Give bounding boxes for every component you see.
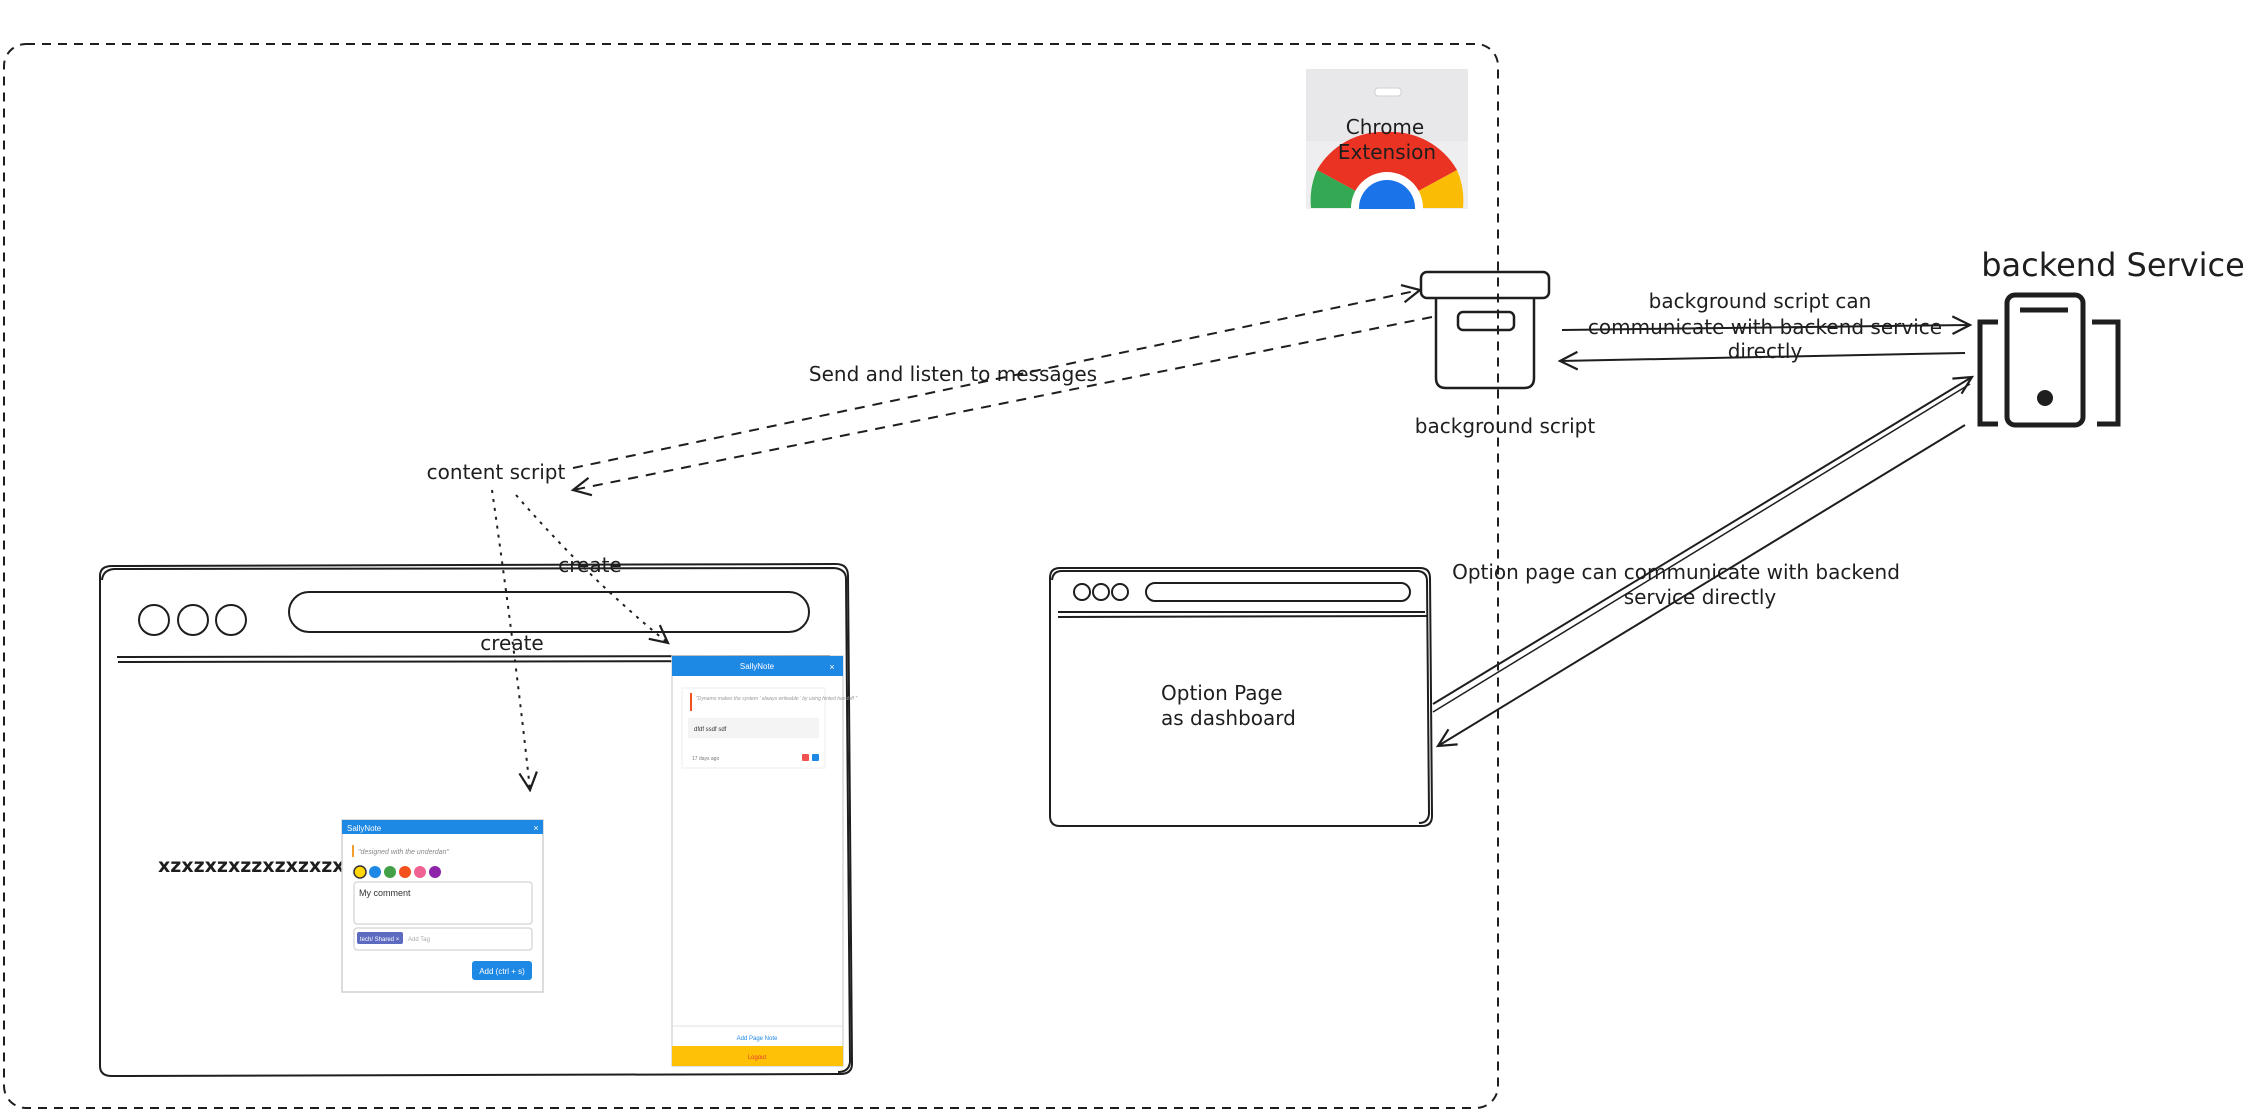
arrow-backend-to-background bbox=[1560, 353, 1966, 361]
sallynote-sidebar: SallyNote × "Dynamo makes the system ' a… bbox=[671, 655, 857, 1067]
option-page-window bbox=[1049, 567, 1434, 827]
create-label-popup: create bbox=[480, 631, 544, 655]
popup-tag-placeholder: Add Tag bbox=[408, 937, 430, 943]
chrome-extension-icon bbox=[1306, 69, 1468, 209]
arrow-option-to-backend-2 bbox=[1432, 383, 1971, 713]
server-led bbox=[2037, 390, 2053, 406]
popup-comment-box[interactable] bbox=[353, 881, 533, 925]
backend-service-label: backend Service bbox=[1981, 246, 2243, 284]
option-backend-note-line2: service directly bbox=[1624, 585, 1777, 609]
server-icon bbox=[1977, 292, 2121, 428]
chrome-extension-label-line2: Extension bbox=[1338, 140, 1436, 164]
sidebar-close-icon[interactable]: × bbox=[829, 662, 834, 672]
highlighted-text: xzxzxzxzzxzxzxzxz bbox=[158, 855, 356, 877]
popup-add-button[interactable] bbox=[472, 961, 532, 980]
popup-comment-text: My comment bbox=[359, 888, 411, 898]
sidebar-edit-icon[interactable] bbox=[812, 754, 819, 761]
arrow-content-to-background bbox=[572, 290, 1420, 469]
option-page-label-line2: as dashboard bbox=[1161, 706, 1296, 730]
sidebar-add-page-note[interactable]: Add Page Note bbox=[737, 1036, 778, 1042]
popup-add-button-label: Add (ctrl + s) bbox=[479, 967, 525, 976]
bg-backend-note-line2: communicate with backend service bbox=[1588, 315, 1942, 339]
sidebar-logout-button[interactable] bbox=[672, 1046, 843, 1066]
send-listen-label: Send and listen to messages bbox=[809, 362, 1097, 386]
option-page-label-line1: Option Page bbox=[1161, 681, 1283, 705]
popup-close-icon[interactable]: × bbox=[533, 823, 538, 833]
popup-tag-chip[interactable] bbox=[357, 932, 403, 944]
arrow-background-to-backend bbox=[1561, 325, 1970, 330]
sidebar-quote: "Dynamo makes the system ' always writea… bbox=[696, 696, 857, 702]
extension-boundary bbox=[3, 43, 1499, 1109]
chrome-extension-label-line1: Chrome bbox=[1346, 115, 1424, 139]
option-backend-note-line1: Option page can communicate with backend bbox=[1452, 560, 1900, 584]
popup-quote: "designed with the underdan" bbox=[358, 849, 449, 856]
popup-color-swatches[interactable] bbox=[353, 865, 441, 879]
sidebar-note-text: dfdf ssdf sdf bbox=[694, 727, 727, 733]
sidebar-note-time: 17 days ago bbox=[692, 756, 719, 762]
sidebar-title: SallyNote bbox=[740, 662, 775, 671]
sallynote-popup: SallyNote × "designed with the underdan"… bbox=[341, 819, 544, 993]
popup-header bbox=[342, 820, 543, 834]
sidebar-header bbox=[672, 656, 843, 676]
background-script-label: background script bbox=[1415, 414, 1596, 438]
background-script-icon bbox=[1419, 270, 1551, 390]
bg-backend-note-line1: background script can bbox=[1649, 289, 1872, 313]
sidebar-logout-label: Logout bbox=[748, 1055, 767, 1061]
arrow-backend-to-option bbox=[1438, 424, 1966, 746]
sidebar-delete-icon[interactable] bbox=[802, 754, 809, 761]
bg-backend-note-line3: directly bbox=[1728, 339, 1803, 363]
popup-tag-text: tech/ Shared × bbox=[360, 937, 400, 943]
content-script-label: content script bbox=[427, 460, 566, 484]
popup-title: SallyNote bbox=[347, 824, 382, 833]
arrow-option-to-backend bbox=[1432, 377, 1972, 705]
arrow-background-to-content bbox=[573, 316, 1433, 490]
arrow-create-sidebar bbox=[515, 494, 668, 643]
